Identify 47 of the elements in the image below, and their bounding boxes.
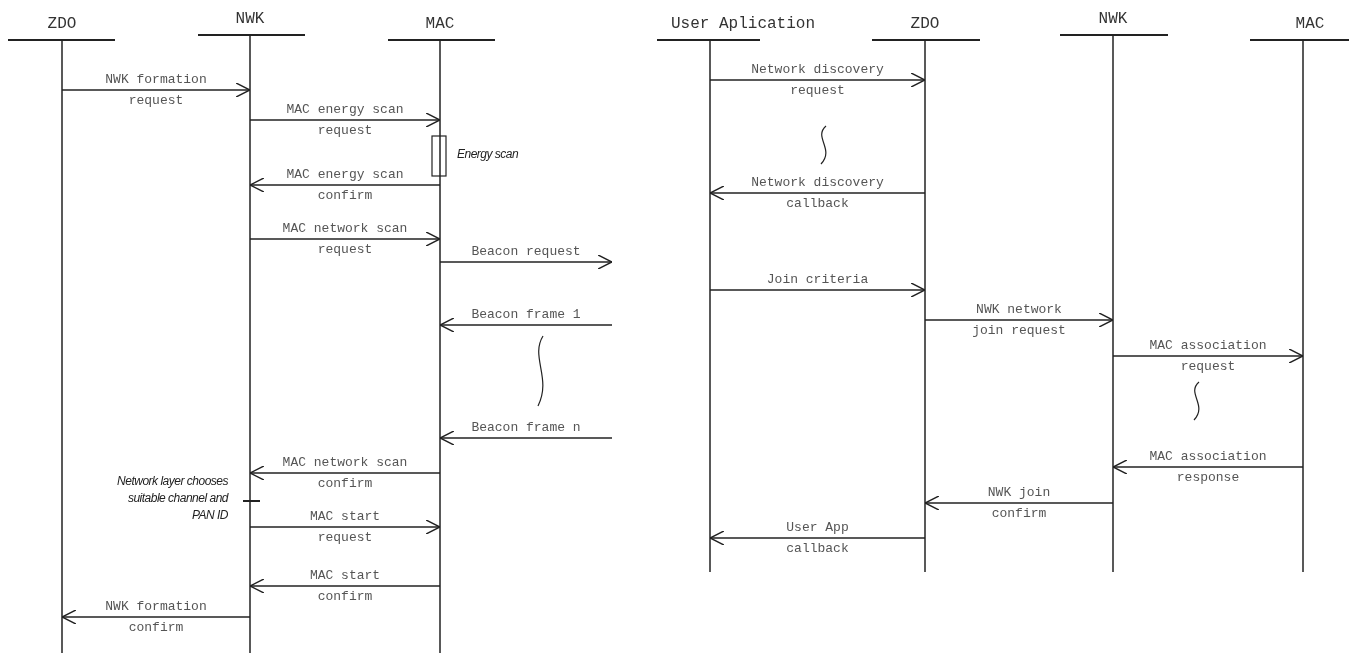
participant-name: MAC: [1295, 14, 1325, 34]
participant-name: MAC: [425, 14, 455, 34]
message-label: MAC association request: [1149, 337, 1267, 376]
message-label: NWK network join request: [972, 301, 1066, 340]
arrow: [61, 609, 251, 625]
participant-name: NWK: [235, 9, 265, 29]
message-label: Beacon request: [471, 243, 581, 261]
note-text: Energy scan: [457, 146, 519, 163]
arrow: [249, 231, 441, 247]
message-label: MAC energy scan confirm: [286, 166, 404, 205]
message-label: Network discovery request: [751, 61, 884, 100]
participant-name: ZDO: [910, 14, 940, 34]
arrow: [924, 495, 1114, 511]
participant-name: ZDO: [47, 14, 77, 34]
message-label: MAC start confirm: [309, 567, 381, 606]
message-label: NWK join confirm: [987, 484, 1051, 523]
arrow: [709, 72, 926, 88]
note-text: Network layer chooses suitable channel and PAN ID: [116, 473, 228, 524]
arrow: [439, 317, 613, 333]
message-label: MAC start request: [309, 508, 381, 547]
message-label: User App callback: [786, 519, 849, 558]
arrow: [439, 430, 613, 446]
arrow: [249, 465, 441, 481]
message-label: Beacon frame 1: [471, 306, 581, 324]
message-label: MAC energy scan request: [286, 101, 404, 140]
arrow: [1112, 348, 1304, 364]
message-label: Beacon frame n: [471, 419, 581, 437]
message-label: NWK formation confirm: [105, 598, 207, 637]
arrow: [249, 112, 441, 128]
arrow: [249, 578, 441, 594]
arrow: [709, 530, 926, 546]
arrow: [1112, 459, 1304, 475]
message-label: MAC association response: [1149, 448, 1267, 487]
arrow: [249, 177, 441, 193]
participant-name: User Aplication: [671, 14, 815, 34]
arrow: [709, 282, 926, 298]
arrow: [924, 312, 1114, 328]
arrow: [61, 82, 251, 98]
message-label: MAC network scan confirm: [282, 454, 408, 493]
message-label: Join criteria: [766, 271, 869, 289]
participant-name: NWK: [1098, 9, 1128, 29]
message-label: MAC network scan request: [282, 220, 408, 259]
arrow: [709, 185, 926, 201]
arrow: [439, 254, 613, 270]
arrow: [249, 519, 441, 535]
message-label: NWK formation request: [105, 71, 207, 110]
message-label: Network discovery callback: [751, 174, 884, 213]
